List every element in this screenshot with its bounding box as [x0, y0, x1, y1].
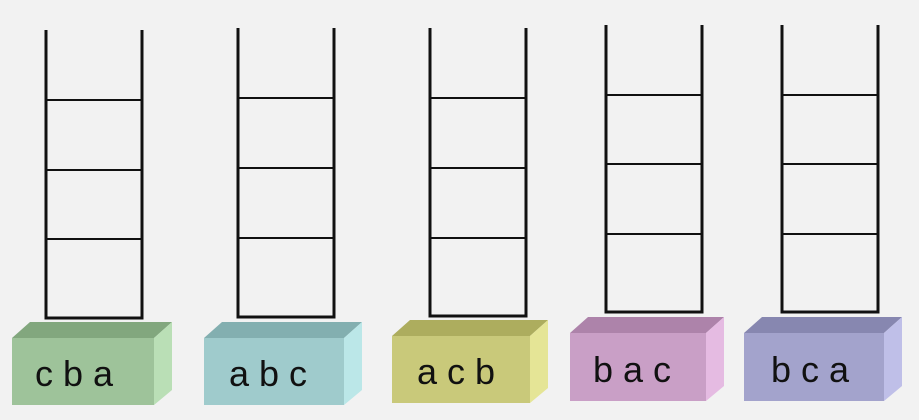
box-label-0: c b a: [35, 353, 114, 394]
box-side-4: [884, 317, 902, 401]
box-label-4: b c a: [771, 349, 850, 390]
box-label-3: b a c: [593, 349, 671, 390]
box-0: c b a: [12, 322, 172, 405]
box-label-2: a c b: [417, 351, 495, 392]
box-side-2: [530, 320, 548, 403]
box-3: b a c: [570, 317, 724, 401]
stack-container-1: [236, 28, 336, 319]
stack-3: b a c: [570, 25, 724, 401]
stack-container-4: [780, 25, 880, 314]
box-top-2: [392, 320, 548, 336]
box-label-1: a b c: [229, 353, 307, 394]
box-2: a c b: [392, 320, 548, 403]
stack-2: a c b: [392, 28, 548, 403]
stack-1: a b c: [204, 28, 362, 405]
box-4: b c a: [744, 317, 902, 401]
stack-4: b c a: [744, 25, 902, 401]
stack-0: c b a: [12, 30, 172, 405]
box-top-4: [744, 317, 902, 333]
box-top-1: [204, 322, 362, 338]
box-side-0: [154, 322, 172, 405]
box-top-3: [570, 317, 724, 333]
stack-container-0: [44, 30, 144, 320]
box-side-3: [706, 317, 724, 401]
box-front-3: [570, 333, 706, 401]
box-front-1: [204, 338, 344, 405]
box-top-0: [12, 322, 172, 338]
box-side-1: [344, 322, 362, 405]
stack-container-3: [604, 25, 704, 314]
box-1: a b c: [204, 322, 362, 405]
box-front-2: [392, 336, 530, 403]
box-front-0: [12, 338, 154, 405]
stack-container-2: [428, 28, 528, 318]
box-front-4: [744, 333, 884, 401]
